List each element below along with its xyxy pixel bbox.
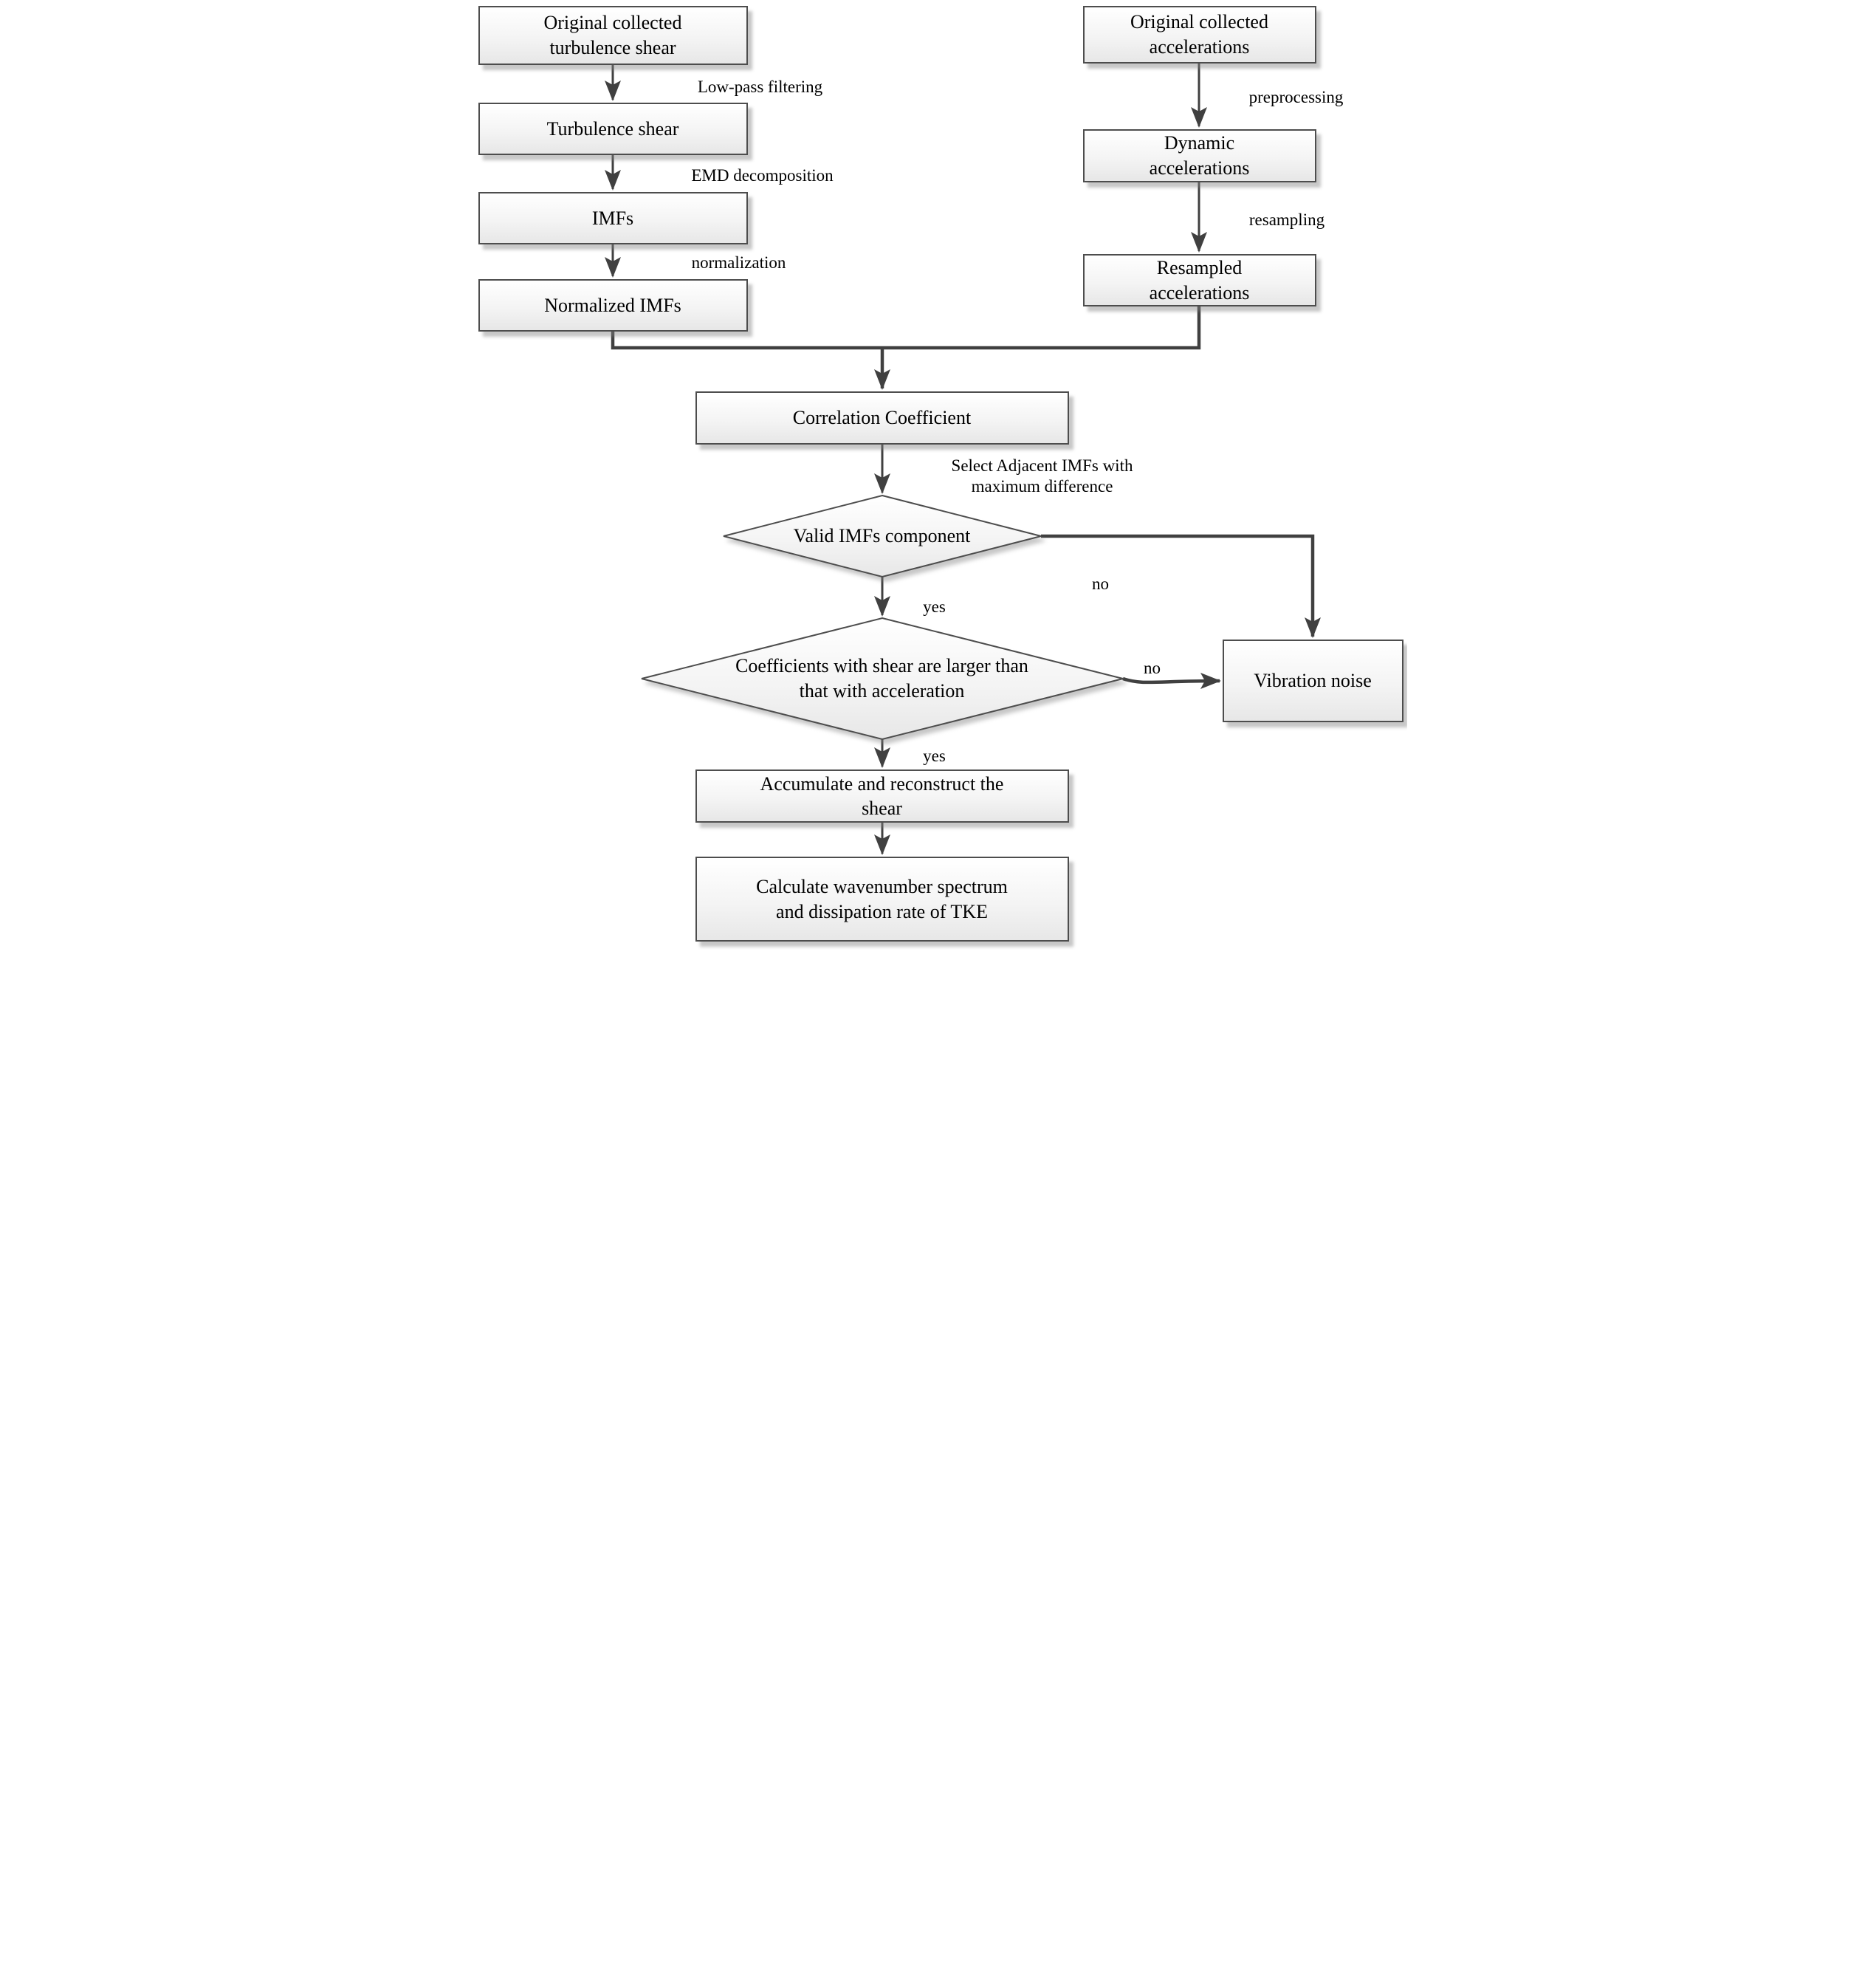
node-accumulate-reconstruct-line2: shear — [862, 798, 902, 819]
flowchart-canvas: Original collected turbulence shear Turb… — [470, 0, 1407, 985]
edge-label-no-valid-imfs: no — [1092, 575, 1109, 593]
decision-valid-imfs-label: Valid IMFs component — [724, 496, 1041, 577]
node-original-turbulence-shear-line2: turbulence shear — [549, 37, 676, 58]
edge-label-emd-decomposition: EMD decomposition — [691, 166, 834, 185]
node-original-accelerations-line1: Original collected — [1130, 11, 1268, 32]
node-normalized-imfs-line1: Normalized IMFs — [544, 294, 681, 316]
node-correlation-coefficient: Correlation Coefficient — [695, 391, 1069, 445]
node-imfs-line1: IMFs — [591, 207, 634, 229]
edge-label-low-pass-filtering: Low-pass filtering — [697, 78, 823, 96]
node-accumulate-reconstruct-line1: Accumulate and reconstruct the — [760, 773, 1004, 795]
node-turbulence-shear: Turbulence shear — [478, 103, 748, 155]
edge-label-resampling: resampling — [1248, 210, 1325, 229]
edge-label-yes-valid-imfs: yes — [923, 597, 946, 616]
node-dynamic-accelerations: Dynamic accelerations — [1082, 129, 1316, 182]
edge-label-preprocessing: preprocessing — [1248, 88, 1344, 106]
edge-label-normalization: normalization — [691, 253, 786, 272]
node-original-turbulence-shear-line1: Original collected — [543, 12, 682, 33]
node-resampled-accelerations: Resampled accelerations — [1082, 254, 1316, 306]
node-original-accelerations-line2: accelerations — [1149, 36, 1250, 58]
decision-valid-imfs-line1: Valid IMFs component — [793, 525, 971, 546]
node-imfs: IMFs — [478, 192, 748, 244]
node-calculate-spectrum-line2: and dissipation rate of TKE — [776, 900, 988, 922]
edge-label-select-adjacent-imfs-line2: maximum difference — [971, 477, 1113, 496]
node-normalized-imfs: Normalized IMFs — [478, 279, 748, 332]
node-turbulence-shear-line1: Turbulence shear — [546, 117, 679, 140]
decision-coefficients-compare-shape — [641, 617, 1123, 741]
node-resampled-accelerations-line2: accelerations — [1149, 281, 1250, 304]
merge-connector — [611, 306, 1200, 350]
edge-label-no-coefficients: no — [1144, 659, 1161, 677]
edge-label-select-adjacent-imfs-line1: Select Adjacent IMFs with — [951, 456, 1133, 475]
node-original-accelerations: Original collected accelerations — [1082, 6, 1316, 64]
decision-coefficients-compare-line2: that with acceleration — [799, 680, 965, 702]
node-original-turbulence-shear: Original collected turbulence shear — [478, 6, 748, 65]
node-vibration-noise-line1: Vibration noise — [1254, 670, 1372, 691]
decision-valid-imfs-shape — [723, 494, 1041, 578]
connector-layer — [604, 64, 1321, 855]
decision-coefficients-compare-line1: Coefficients with shear are larger than — [735, 655, 1028, 676]
node-calculate-spectrum: Calculate wavenumber spectrum and dissip… — [695, 857, 1069, 942]
decision-coefficients-compare-label: Coefficients with shear are larger than … — [661, 618, 1104, 739]
arrow-compare-no-to-vibration — [1121, 673, 1221, 690]
edge-label-select-adjacent-imfs: Select Adjacent IMFs with maximum differ… — [910, 456, 1175, 497]
edge-label-yes-coefficients: yes — [923, 747, 946, 765]
node-resampled-accelerations-line1: Resampled — [1156, 256, 1243, 278]
arrow-validimfs-no-to-vibration — [1040, 534, 1321, 638]
node-correlation-coefficient-line1: Correlation Coefficient — [792, 407, 972, 428]
node-calculate-spectrum-line1: Calculate wavenumber spectrum — [756, 875, 1008, 897]
node-dynamic-accelerations-line2: accelerations — [1149, 157, 1250, 179]
node-dynamic-accelerations-line1: Dynamic — [1164, 132, 1235, 154]
node-accumulate-reconstruct: Accumulate and reconstruct the shear — [695, 769, 1069, 823]
node-vibration-noise: Vibration noise — [1222, 640, 1403, 722]
